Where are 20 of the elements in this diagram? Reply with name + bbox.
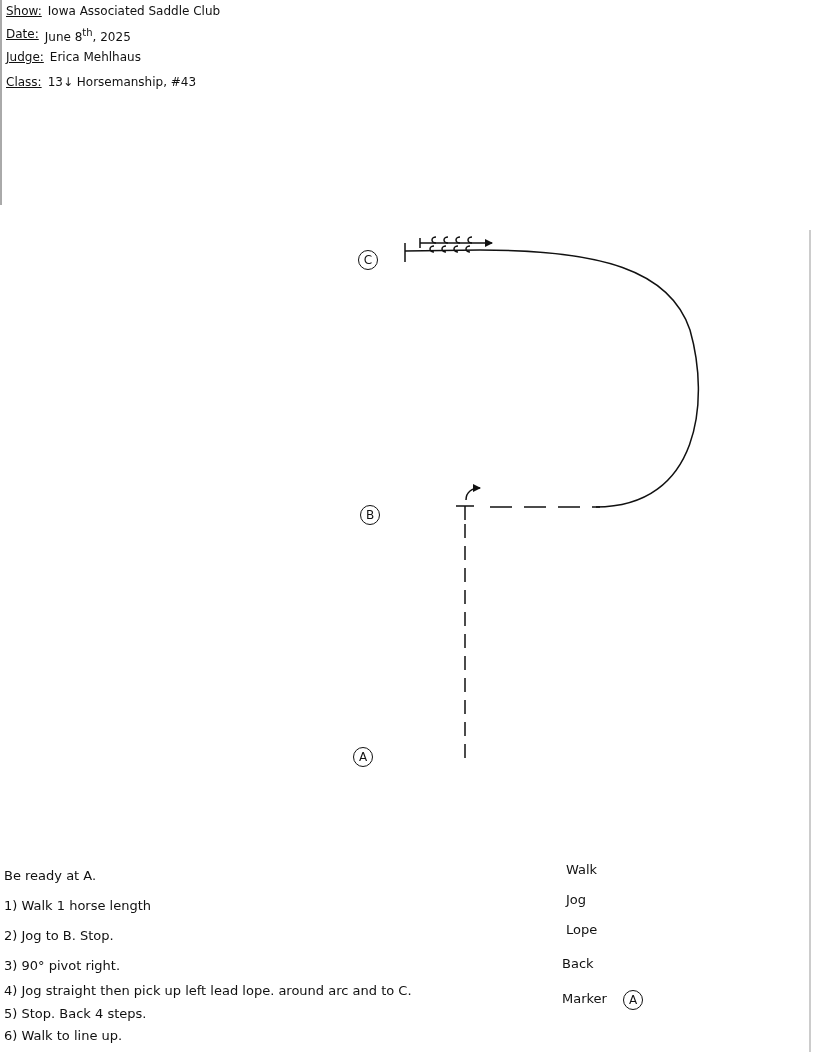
field-label: Show: — [6, 4, 42, 18]
field-label: Judge: — [6, 50, 44, 64]
instruction-text: 4) Jog straight then pick up left lead lope. around arc and to C. — [4, 983, 412, 999]
field-label: Class: — [6, 75, 42, 89]
legend-text: Walk — [566, 862, 598, 878]
field-label: Date: — [6, 27, 39, 43]
legend-text: Back — [562, 956, 594, 972]
instruction-text: 1) Walk 1 horse length — [4, 898, 152, 914]
legend-text: Lope — [566, 922, 598, 938]
instruction-text: 2) Jog to B. Stop. — [4, 928, 114, 944]
legend-text: Jog — [566, 892, 587, 908]
instruction-text: 5) Stop. Back 4 steps. — [4, 1006, 147, 1022]
field-value: Erica Mehlhaus — [49, 50, 141, 64]
instruction-text: Be ready at A. — [4, 868, 97, 884]
instruction-text: 3) 90° pivot right. — [4, 958, 121, 974]
legend-text: Marker — [562, 991, 607, 1007]
field-value: 13↓ Horsemanship, #43 — [47, 75, 197, 89]
field-value: Iowa Associated Saddle Club — [47, 4, 221, 18]
field-value: June 8$^{th}$, 2025 — [44, 27, 131, 44]
instruction-text: 6) Walk to line up. — [4, 1028, 123, 1044]
